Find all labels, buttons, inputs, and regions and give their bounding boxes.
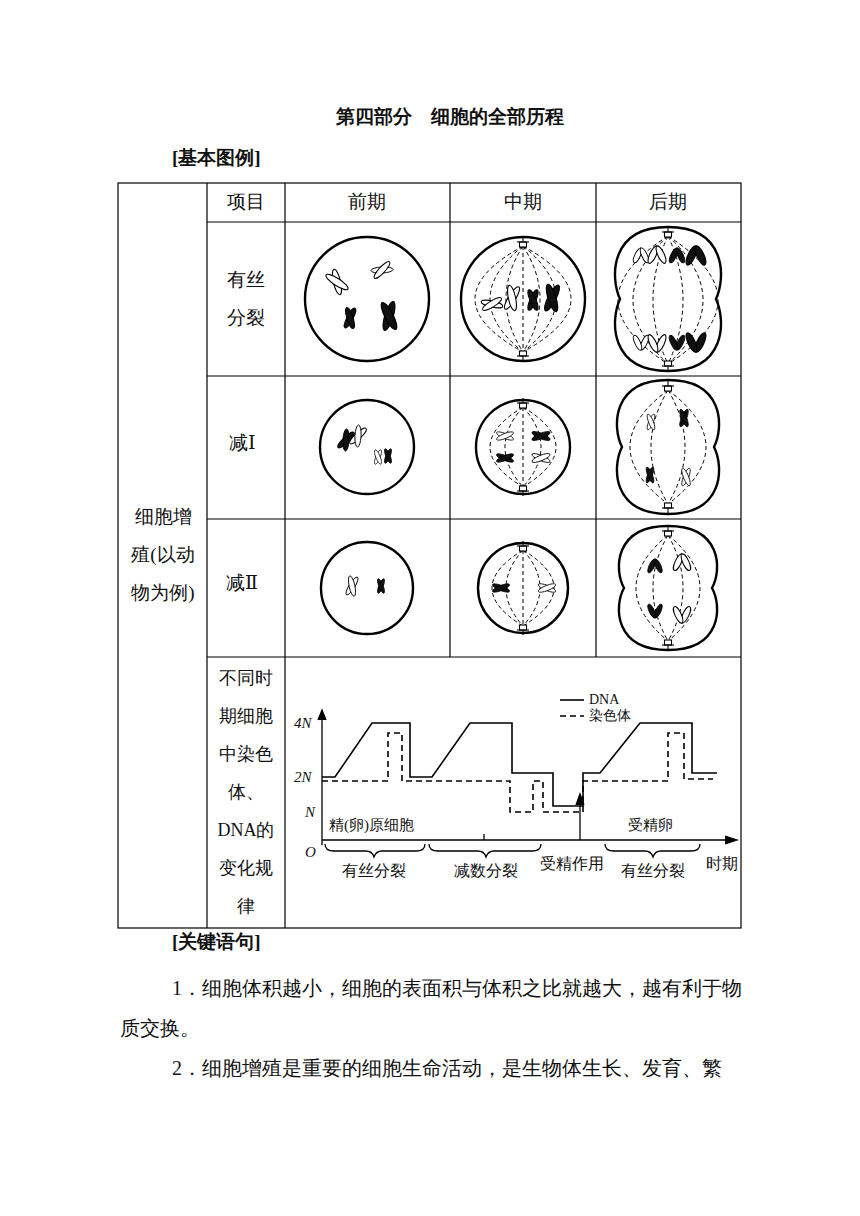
chromosomes [323,245,708,625]
table-grid [118,183,741,928]
label-text: 受精卵 [628,816,673,835]
spindle-fibre [668,535,683,641]
spindle-fibre [668,390,685,504]
label-text: [关键语句] [172,930,261,954]
spindle-fibre [668,236,718,364]
label-text: 受精作用 [540,854,604,874]
chart-axes [318,710,737,857]
spindle-fibre [523,407,556,487]
spindle-fibre [668,535,700,641]
spindle-fibre [618,236,668,364]
spindle-fibre [653,535,668,641]
label-text: 4N [294,714,312,733]
label-text: 不同时期细胞中染色体、DNA的变化规律 [216,659,276,925]
legend-text: 染色体 [589,707,631,725]
label-text: 时期 [706,854,738,874]
chart-curves [322,700,717,812]
spindle-fibre [523,407,541,487]
label-text: 后期 [649,190,687,214]
label-text: 减Ⅱ [226,571,258,595]
label-text: 减数分裂 [454,861,518,881]
cell-outlines [305,227,721,650]
label-text: N [305,803,315,822]
legend-text: DNA [589,691,619,709]
spindle-fibre [523,550,524,626]
spindle-fibres [475,236,718,641]
spindle-fibre [668,390,706,504]
label-text: 前期 [348,190,386,214]
label-text: 细胞增殖(以动物为例) [131,498,195,612]
label-text: 中期 [504,190,542,214]
spindle-fibre [523,246,540,352]
label-text: 有丝分裂 [621,861,685,881]
spindle-fibre [523,246,524,352]
spindle-fibre [490,407,523,487]
spindle-fibre [506,550,523,626]
centrioles [517,227,674,650]
spindle-fibre [523,550,540,626]
label-text: 有丝分裂 [342,861,406,881]
label-text: 项目 [227,190,265,214]
label-text: 精(卵)原细胞 [329,816,414,835]
label-text: 2．细胞增殖是重要的细胞生命活动，是生物体生长、发育、繁 [120,1048,742,1088]
spindle-fibre [630,390,668,504]
spindle-fibre [505,407,523,487]
spindle-fibre [523,407,524,487]
label-text: O [305,843,316,862]
spindle-fibre [475,246,523,352]
spindle-fibre [636,535,668,641]
spindle-fibre [492,550,523,626]
label-text: 2N [294,768,312,787]
spindle-fibre [523,246,571,352]
label-text: 减Ⅰ [229,431,256,455]
spindle-fibre [651,390,668,504]
label-text: 有丝分裂 [225,261,267,337]
page-title: 第四部分 细胞的全部历程 [336,105,564,129]
label-text: 1．细胞体积越小，细胞的表面积与体积之比就越大，越有利于物质交换。 [120,968,742,1048]
label-text: [基本图例] [172,146,261,170]
